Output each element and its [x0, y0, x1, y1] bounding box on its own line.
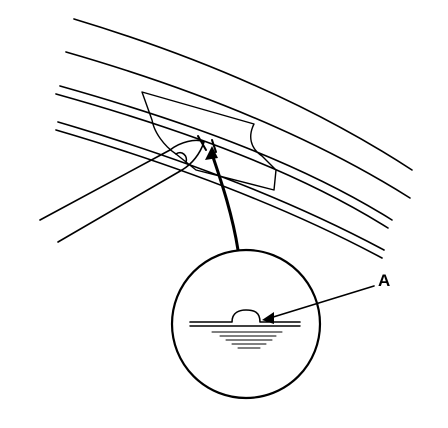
pry-tool-icon	[39, 139, 205, 243]
callout-a-label: A	[378, 271, 390, 290]
strip-3-lower-edge	[55, 129, 383, 259]
trim-gap	[197, 135, 217, 153]
strip-1-upper-edge	[73, 18, 413, 171]
strip-2-lower-edge	[55, 93, 389, 229]
masking-tape	[141, 91, 277, 191]
detail-hatching	[211, 331, 283, 349]
callout-a-leader	[262, 285, 375, 324]
detail-surface	[189, 309, 301, 323]
tool-shaft-upper	[39, 149, 171, 221]
strip-3-upper-edge	[57, 121, 385, 251]
tool-tip	[169, 139, 205, 171]
detail-view	[170, 248, 322, 400]
panel-strips	[55, 18, 413, 259]
tool-shaft-lower	[57, 169, 183, 243]
strip-2-upper-edge	[59, 85, 393, 221]
strip-1-lower-edge	[65, 51, 411, 199]
tool-tip-ring	[175, 151, 188, 163]
detail-circle	[170, 248, 322, 400]
detail-arrow-icon	[205, 146, 240, 252]
